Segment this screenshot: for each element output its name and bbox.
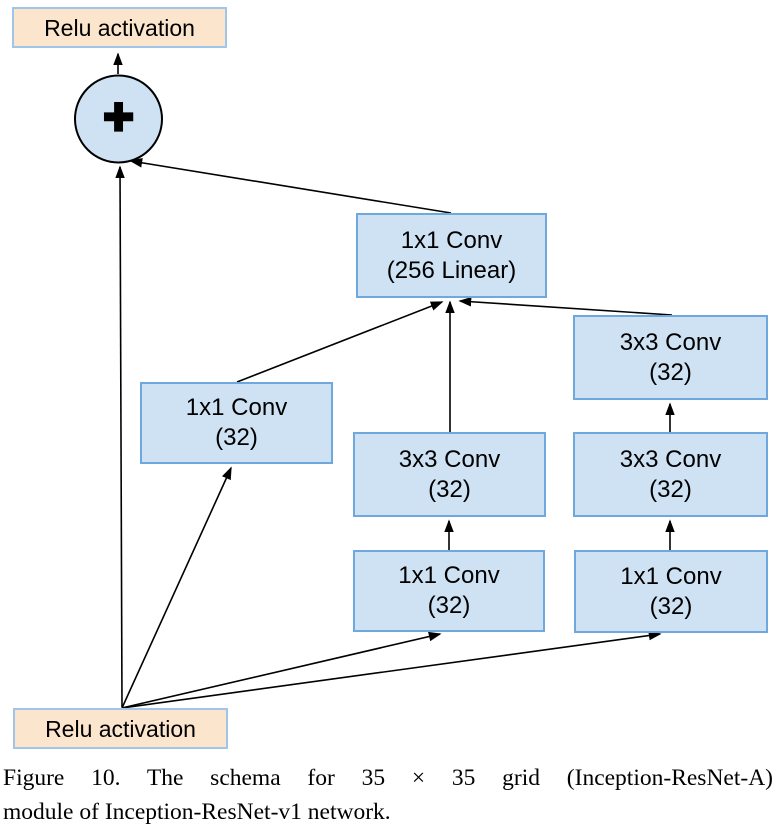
mid-conv2-line2: (32) — [428, 475, 471, 503]
residual-conv-line2: (256 Linear) — [386, 256, 517, 284]
mid-conv2-line1: 3x3 Conv — [398, 445, 501, 473]
arrow-relu-to-right-branch — [121, 630, 662, 709]
top-relu-label: Relu activation — [44, 14, 195, 41]
residual-conv-box: 1x1 Conv (256 Linear) — [356, 213, 547, 298]
right-conv1-line1: 1x1 Conv — [620, 562, 722, 590]
left-branch-conv-box: 1x1 Conv (32) — [140, 382, 333, 464]
arrow-conv256-to-sum — [129, 158, 452, 214]
arrow-relu-to-left-branch — [121, 466, 232, 709]
right-branch-conv1-box: 1x1 Conv (32) — [574, 550, 768, 633]
arrow-residual-shortcut — [115, 165, 125, 708]
left-conv-line1: 1x1 Conv — [185, 394, 288, 421]
middle-branch-conv1-box: 1x1 Conv (32) — [353, 550, 545, 632]
left-conv-line2: (32) — [215, 424, 258, 451]
right-conv3-line1: 3x3 Conv — [619, 328, 722, 356]
bottom-relu-label: Relu activation — [45, 715, 196, 742]
bottom-relu-activation-box: Relu activation — [13, 708, 228, 749]
right-conv2-line1: 3x3 Conv — [619, 445, 722, 473]
right-conv2-line2: (32) — [649, 475, 692, 503]
figure-caption: Figure 10. The schema for 35 × 35 grid (… — [3, 761, 773, 829]
residual-conv-line1: 1x1 Conv — [400, 226, 503, 254]
arrow-lines — [113, 52, 675, 709]
arrow-right-to-conv256 — [458, 296, 673, 316]
diagram-canvas: + — [74, 52, 675, 709]
mid-conv1-line2: (32) — [427, 592, 471, 619]
plus-icon: + — [103, 88, 133, 146]
caption-line-2: module of Inception-ResNet-v1 network. — [3, 799, 391, 825]
arrow-relu-to-middle-branch — [121, 631, 442, 709]
right-branch-conv3-box: 3x3 Conv (32) — [573, 315, 768, 400]
middle-branch-conv2-box: 3x3 Conv (32) — [353, 432, 546, 517]
top-relu-activation-box: Relu activation — [12, 7, 227, 48]
right-branch-conv2-box: 3x3 Conv (32) — [573, 432, 768, 517]
sum-circle — [74, 74, 163, 164]
right-conv1-line2: (32) — [649, 592, 693, 620]
mid-conv1-line1: 1x1 Conv — [398, 562, 500, 589]
arrow-left-to-conv256 — [236, 301, 444, 383]
caption-line-1: Figure 10. The schema for 35 × 35 grid (… — [3, 765, 773, 791]
right-conv3-line2: (32) — [649, 358, 692, 386]
sum-node: + — [74, 74, 163, 164]
